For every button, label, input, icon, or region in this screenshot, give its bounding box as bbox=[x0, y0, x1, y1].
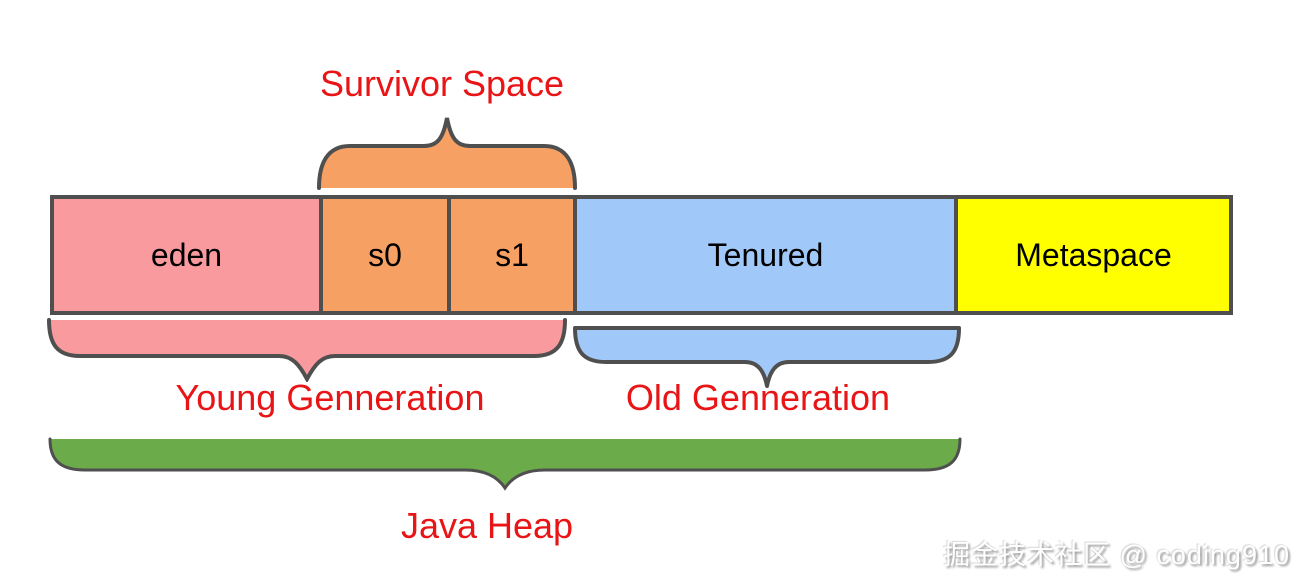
java-heap-brace-outline bbox=[48, 437, 962, 491]
survivor-space-brace-fill bbox=[319, 118, 575, 188]
segment-s1: s1 bbox=[451, 199, 577, 311]
java-heap-brace bbox=[48, 437, 962, 491]
segment-eden: eden bbox=[54, 199, 323, 311]
segment-tenured: Tenured bbox=[577, 199, 958, 311]
java-heap-label: Java Heap bbox=[400, 505, 574, 546]
survivor-space-brace-outline bbox=[317, 117, 577, 190]
java-heap-brace-fill bbox=[50, 439, 960, 488]
old-generation-brace bbox=[573, 326, 961, 388]
young-generation-brace-outline bbox=[47, 318, 567, 382]
watermark-text: 掘金技术社区 @ coding910 bbox=[942, 540, 1290, 570]
segment-metaspace: Metaspace bbox=[958, 199, 1229, 311]
survivor-space-brace bbox=[317, 117, 577, 190]
young-generation-brace bbox=[47, 318, 567, 382]
old-generation-label: Old Genneration bbox=[625, 377, 891, 418]
old-generation-brace-shape bbox=[573, 326, 961, 388]
young-generation-brace-fill bbox=[49, 320, 565, 379]
memory-bar: eden s0 s1 Tenured Metaspace bbox=[50, 195, 1233, 315]
young-generation-label: Young Genneration bbox=[175, 377, 485, 418]
segment-s0: s0 bbox=[323, 199, 451, 311]
survivor-space-label: Survivor Space bbox=[319, 63, 565, 104]
